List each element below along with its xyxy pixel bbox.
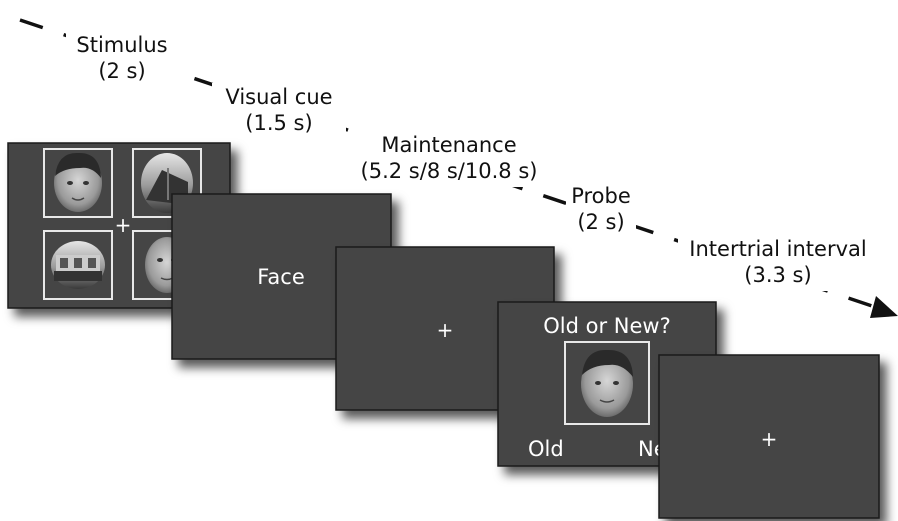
fixation-cross: + — [437, 318, 454, 342]
stage-duration: (2 s) — [577, 210, 624, 234]
stage-name: Probe — [571, 184, 631, 208]
stage-label-visual-cue: Visual cue (1.5 s) — [212, 83, 346, 139]
stage-name: Maintenance — [381, 133, 516, 157]
stage-duration: (2 s) — [98, 59, 145, 83]
fixation-cross: + — [761, 427, 778, 451]
stage-name: Intertrial interval — [689, 237, 866, 261]
stage-duration: (1.5 s) — [245, 111, 312, 135]
face-photo-icon — [581, 349, 633, 417]
stage-label-stimulus: Stimulus (2 s) — [66, 30, 178, 86]
stage-label-maintenance: Maintenance (5.2 s/8 s/10.8 s) — [360, 131, 538, 187]
stage-label-intertrial-interval: Intertrial interval (3.3 s) — [678, 235, 878, 291]
face-photo-icon — [54, 152, 102, 212]
stage-duration: (3.3 s) — [744, 263, 811, 287]
cue-text: Face — [257, 265, 305, 289]
stage-name: Visual cue — [225, 85, 332, 109]
arrowhead-icon — [870, 296, 898, 318]
fixation-cross: + — [115, 213, 132, 237]
probe-option-old: Old — [528, 437, 564, 461]
screen-intertrial-interval: + — [658, 354, 880, 519]
stage-name: Stimulus — [76, 33, 167, 57]
probe-question: Old or New? — [543, 314, 670, 338]
building-photo-icon — [51, 241, 105, 289]
stage-label-probe: Probe (2 s) — [566, 182, 636, 238]
stage-duration: (5.2 s/8 s/10.8 s) — [361, 159, 538, 183]
